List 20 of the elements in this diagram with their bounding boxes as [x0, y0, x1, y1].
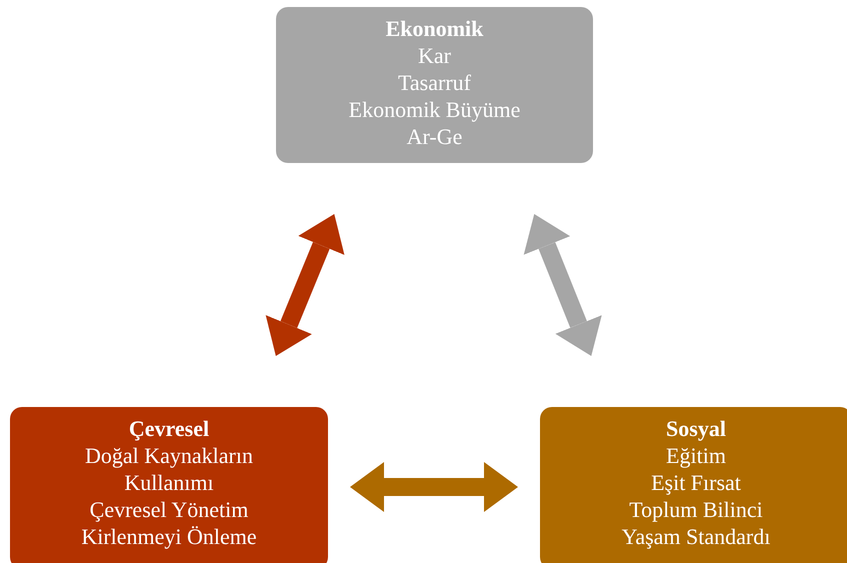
box-item: Kirlenmeyi Önleme — [81, 523, 257, 550]
box-item: Eşit Fırsat — [651, 469, 741, 496]
box-heading: Çevresel — [128, 415, 210, 442]
box-item: Ekonomik Büyüme — [348, 96, 520, 123]
double-arrow — [524, 214, 602, 356]
box-heading: Sosyal — [666, 415, 726, 442]
category-box — [10, 407, 328, 563]
box-item: Eğitim — [666, 442, 726, 469]
category-box — [276, 7, 593, 163]
category-box — [540, 407, 847, 563]
double-arrow — [350, 462, 518, 512]
box-item: Tasarruf — [398, 69, 471, 96]
box-item: Yaşam Standardı — [622, 523, 770, 550]
box-item: Doğal Kaynakların Kullanımı — [84, 442, 254, 496]
box-item: Çevresel Yönetim — [90, 496, 248, 523]
box-heading: Ekonomik — [386, 15, 484, 42]
box-item: Toplum Bilinci — [629, 496, 763, 523]
double-arrow — [266, 214, 344, 356]
box-item: Ar-Ge — [406, 123, 462, 150]
box-item: Kar — [418, 42, 451, 69]
